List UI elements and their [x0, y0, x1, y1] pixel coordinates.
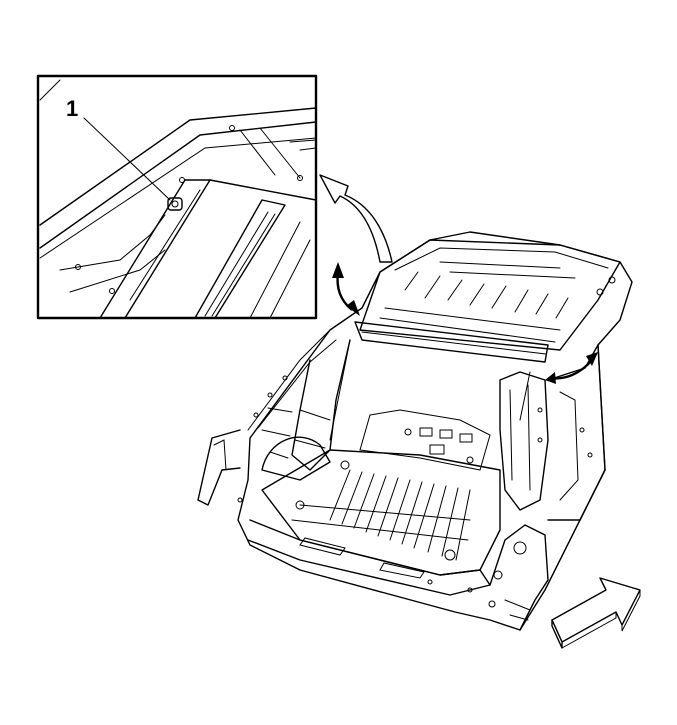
detail-inset — [36, 74, 318, 320]
vehicle-rear-body — [197, 231, 633, 631]
direction-arrow-icon — [551, 577, 641, 649]
rotation-arrow-icon — [319, 174, 598, 384]
fastener-icon — [167, 197, 183, 211]
callout-1-label: 1 — [66, 96, 78, 121]
